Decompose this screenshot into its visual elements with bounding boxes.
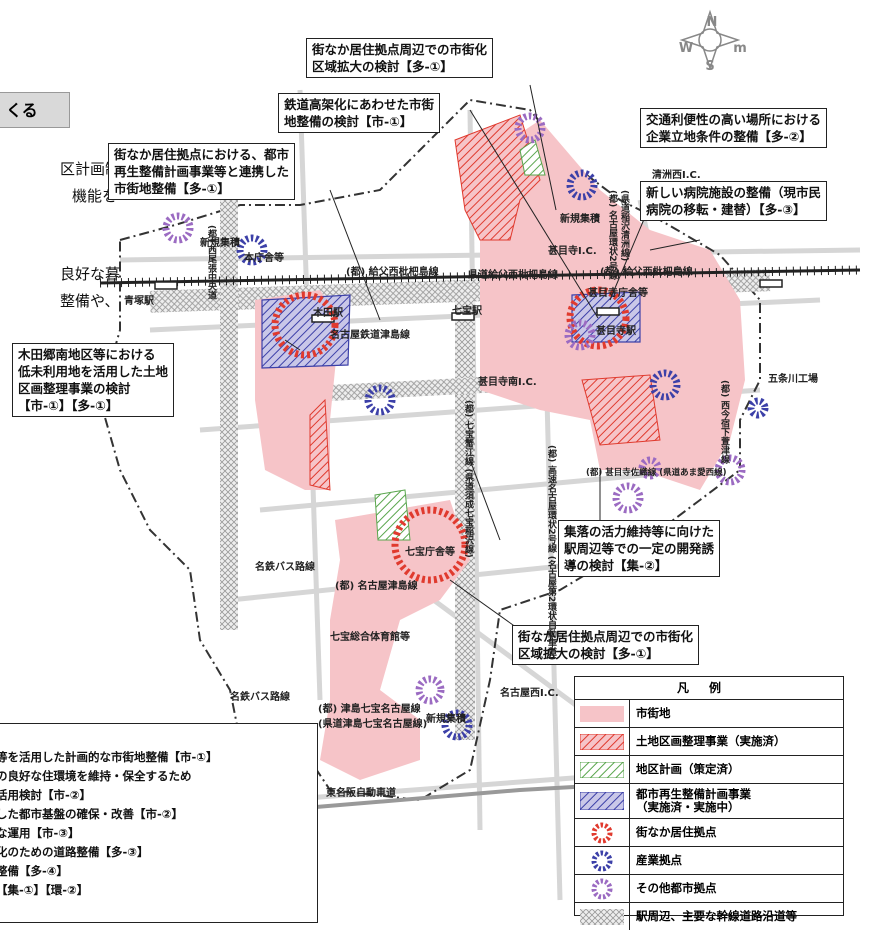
body-text-2: 機能を <box>72 187 118 205</box>
callout-hospital: 新しい病院施設の整備（現市民 病院の移転・建替）【多-③】 <box>640 181 828 221</box>
label-shippo-station: 七宝駅 <box>452 306 482 317</box>
legend-label: 市街地 <box>636 706 671 720</box>
label-kyufu-road-2: 県道給父西枇杷島線 <box>468 270 558 281</box>
section-tab: くる <box>0 92 70 128</box>
vlabel-shippo-kanie: (都) 七宝蟹江線 (県道須成七宝稲沢線) <box>463 400 473 558</box>
policy-line: 整備【多-④】 <box>0 864 69 878</box>
label-meitetsu-bus-1: 名鉄バス路線 <box>255 562 315 573</box>
callout-shigaika-north: 街なか居住拠点周辺での市街化 区域拡大の検討【多-①】 <box>306 38 494 78</box>
industrial-hubs <box>236 169 769 741</box>
callout-shigaika-south: 街なか居住拠点周辺での市街化 区域拡大の検討【多-①】 <box>512 625 700 665</box>
vlabel-nagoya-ring2: (都) 高速名古屋環状2号線 (名古屋第2環状自動車道) <box>546 445 556 661</box>
policy-line: な運用【市-③】 <box>0 826 80 840</box>
residential-hub-jimokuji <box>566 286 630 350</box>
label-kyufu-road-3: (都) 給父西枇杷島線 <box>600 267 693 278</box>
legend-row-urban: 市街地 <box>575 700 843 728</box>
label-jimokuji-saori-road: (都) 甚目寺佐織線 (県道あま愛西線) <box>586 468 727 478</box>
legend-swatch-purple-ring <box>591 878 613 899</box>
compass-n: N <box>707 15 718 30</box>
policy-list: 等を活用した計画的な市街地整備【市-①】 の良好な住環境を維持・保全するため 活… <box>0 723 318 923</box>
label-honcho: 本庁舎等 <box>244 253 284 264</box>
label-jimokuji-office: 甚目寺庁舎等 <box>588 288 648 299</box>
body-text-1: 区計画制 <box>60 160 121 178</box>
compass-e: m <box>733 41 747 56</box>
legend-row-station-corridor: 駅周辺、主要な幹線道路沿道等 <box>575 903 843 930</box>
callout-urban-renewal: 街なか居住拠点における、都市 再生整備計画事業等と連携した 市街地整備【多-①】 <box>108 143 296 200</box>
residential-hubs <box>271 286 630 584</box>
label-new-cluster-3: 新規集積 <box>426 714 466 725</box>
callout-elevated-railway: 鉄道高架化にあわせた市街 地整備の検討【市-①】 <box>278 93 441 133</box>
other-hubs <box>162 112 746 705</box>
legend-row-land-readjustment: 土地区画整理事業（実施済） <box>575 728 843 756</box>
legend-swatch-blue-ring <box>591 850 613 871</box>
legend-row-other-hub: その他都市拠点 <box>575 875 843 903</box>
land-readjustment-areas <box>309 114 661 491</box>
legend-title: 凡例 <box>575 677 843 700</box>
body-text-3: 良好な暮 <box>60 265 121 283</box>
legend-label: 産業拠点 <box>636 853 682 867</box>
legend-row-industrial-hub: 産業拠点 <box>575 847 843 875</box>
label-kiyosu-ic: 清洲西I.C. <box>652 170 701 181</box>
callout-kida-south: 木田郷南地区等における 低未利用地を活用した土地 区画整理事業の検討 【市-①】… <box>12 343 175 417</box>
label-new-cluster-2: 新規集積 <box>200 238 240 249</box>
legend-swatch-red-hatch <box>580 733 624 750</box>
legend-swatch-urban <box>580 705 624 722</box>
legend-swatch-grey-cross <box>580 908 624 925</box>
legend-row-district-plan: 地区計画（策定済） <box>575 756 843 784</box>
legend-swatch-blue-hatch <box>580 792 624 810</box>
label-tomei-expressway: 東名阪自動車道 <box>326 788 396 799</box>
compass-rose <box>679 9 741 71</box>
residential-hub-kida <box>271 291 339 359</box>
label-kyufu-road-1: (都) 給父西枇杷島線 <box>346 267 439 278</box>
legend-label: 土地区画整理事業（実施済） <box>636 734 786 748</box>
label-gojo-plant: 五条川工場 <box>768 374 818 385</box>
legend-row-urban-renewal: 都市再生整備計画事業 （実施済・実施中） <box>575 784 843 819</box>
legend-row-residential-hub: 街なか居住拠点 <box>575 819 843 847</box>
label-nagoya-nishi-ic: 名古屋西I.C. <box>500 688 559 699</box>
vlabel-nishi-imajuku: (都) 西今宿下萱津線 <box>719 380 729 464</box>
compass-s: S <box>705 59 714 74</box>
vlabel-nagoya-ring: (都) 名古屋環状2号線 <box>607 190 617 280</box>
label-shippo-office: 七宝庁舎等 <box>405 547 455 558</box>
policy-line: 化のための道路整備【多-③】 <box>0 845 149 859</box>
label-new-cluster-1: 新規集積 <box>560 214 600 225</box>
vlabel-inazawa-kiyosu: (県道稲沢清洲線) <box>619 190 629 262</box>
body-text-4: 整備や、 <box>60 292 120 310</box>
callout-enterprise-siting: 交通利便性の高い場所における 企業立地条件の整備【多-②】 <box>640 108 828 148</box>
legend-label: 街なか居住拠点 <box>636 825 717 839</box>
legend-label: その他都市拠点 <box>636 881 717 895</box>
leader-lines <box>284 84 701 631</box>
label-meitetsu-bus-2: 名鉄バス路線 <box>230 692 290 703</box>
label-sports-center: 七宝総合体育館等 <box>330 632 410 643</box>
label-jimokuji-station: 甚目寺駅 <box>596 326 636 337</box>
label-jimokuji-ic: 甚目寺I.C. <box>548 246 597 257</box>
label-meitetsu-line: 名古屋鉄道津島線 <box>330 330 410 341</box>
vlabel-nishi-owari: (都) 西尾張中央道 <box>206 225 216 300</box>
label-nagoya-tsushima-road: (都) 名古屋津島線 <box>335 581 418 592</box>
legend-label: 都市再生整備計画事業 （実施済・実施中） <box>636 787 751 814</box>
policy-line: した都市基盤の確保・改善【市-②】 <box>0 807 184 821</box>
legend-swatch-green-hatch <box>580 761 624 778</box>
legend-label: 駅周辺、主要な幹線道路沿道等 <box>636 909 797 923</box>
policy-line: 等を活用した計画的な市街地整備【市-①】 <box>0 750 218 764</box>
residential-hub-shippo <box>391 506 469 584</box>
legend-label: 地区計画（策定済） <box>636 762 740 776</box>
label-kida-station: 木田駅 <box>313 308 343 319</box>
policy-line: 【集-①】【環-②】 <box>0 883 89 897</box>
map-legend: 凡例 市街地 土地区画整理事業（実施済） 地区計画（策定済） 都市再生整備計画事… <box>574 676 844 930</box>
policy-line: の良好な住環境を維持・保全するため <box>0 769 192 783</box>
label-tsushima-road: (都) 津島七宝名古屋線 (県道津島七宝名古屋線) <box>318 704 428 730</box>
policy-line: 活用検討【市-②】 <box>0 788 92 802</box>
callout-settlement: 集落の活力維持等に向けた 駅周辺等での一定の開発誘 導の検討【集-②】 <box>558 520 721 577</box>
railway <box>99 265 861 323</box>
compass-letters: N m S W <box>679 15 747 74</box>
compass-w: W <box>679 41 693 56</box>
legend-swatch-red-ring <box>591 822 613 843</box>
city-boundary <box>98 98 761 802</box>
label-aotsuka-station: 青塚駅 <box>124 296 154 307</box>
label-jimokuji-south-ic: 甚目寺南I.C. <box>478 377 537 388</box>
